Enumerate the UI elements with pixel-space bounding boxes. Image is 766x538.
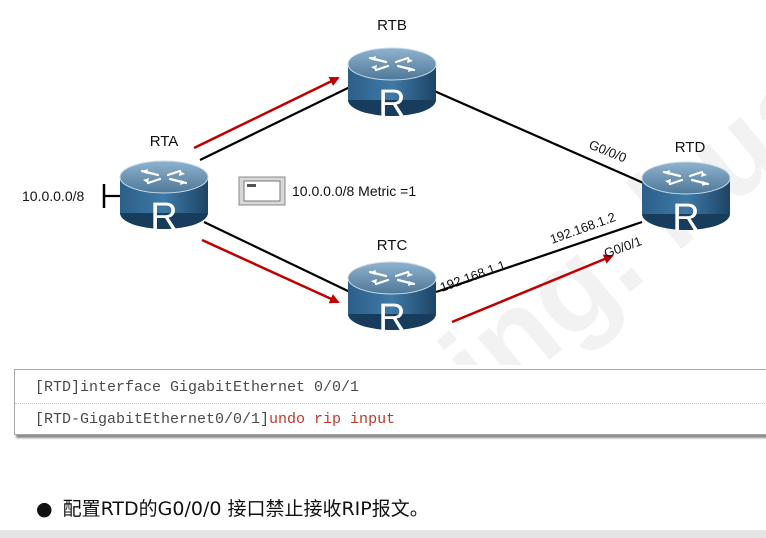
svg-text:R: R <box>150 196 177 238</box>
update-label: 10.0.0.0/8 Metric =1 <box>292 183 416 199</box>
router-label-rta: RTA <box>150 133 179 150</box>
cli-command-1: interface GigabitEthernet 0/0/1 <box>80 379 360 396</box>
cli-prompt-1: [RTD] <box>35 379 81 396</box>
router-rtb-icon: R <box>346 46 438 125</box>
bullet-text: 配置RTD的G0/0/0 接口禁止接收RIP报文。 <box>62 498 429 520</box>
link-rta-rtb <box>199 85 353 161</box>
router-rtc-icon: R <box>346 260 438 339</box>
svg-text:R: R <box>672 197 699 239</box>
network-label: 10.0.0.0/8 <box>22 188 84 204</box>
cli-code-box: [RTD]interface GigabitEthernet 0/0/1 [RT… <box>14 369 766 435</box>
link-rtc-rtd <box>435 220 643 294</box>
cli-line-1: [RTD]interface GigabitEthernet 0/0/1 <box>35 379 359 396</box>
cli-command-2: undo rip input <box>269 411 396 428</box>
router-rtd-icon: R <box>640 160 732 239</box>
router-rta-icon: R <box>118 159 210 238</box>
link-rtb-rtd <box>431 88 649 187</box>
network-diagram: ning. hua R R R R RTA RTB RTC RTD 10.0.0… <box>22 17 766 365</box>
svg-text:R: R <box>378 297 405 339</box>
svg-text:R: R <box>378 83 405 125</box>
cli-line-2: [RTD-GigabitEthernet0/0/1]undo rip input <box>35 411 395 428</box>
arrow-rta-rtb <box>193 76 340 150</box>
router-label-rtc: RTC <box>377 237 408 254</box>
router-label-rtb: RTB <box>377 17 407 34</box>
arrow-rta-rtc <box>201 238 340 304</box>
bottom-bar <box>0 530 766 538</box>
link-rta-rtc <box>203 221 351 293</box>
arrow-rtc-rtd <box>451 254 614 324</box>
bullet-dot-icon: ● <box>36 498 53 520</box>
bullet-item: ● 配置RTD的G0/0/0 接口禁止接收RIP报文。 <box>36 494 429 521</box>
router-label-rtd: RTD <box>675 139 706 156</box>
packet-icon <box>238 176 286 206</box>
cli-separator <box>15 403 766 404</box>
cli-prompt-2: [RTD-GigabitEthernet0/0/1] <box>35 411 270 428</box>
